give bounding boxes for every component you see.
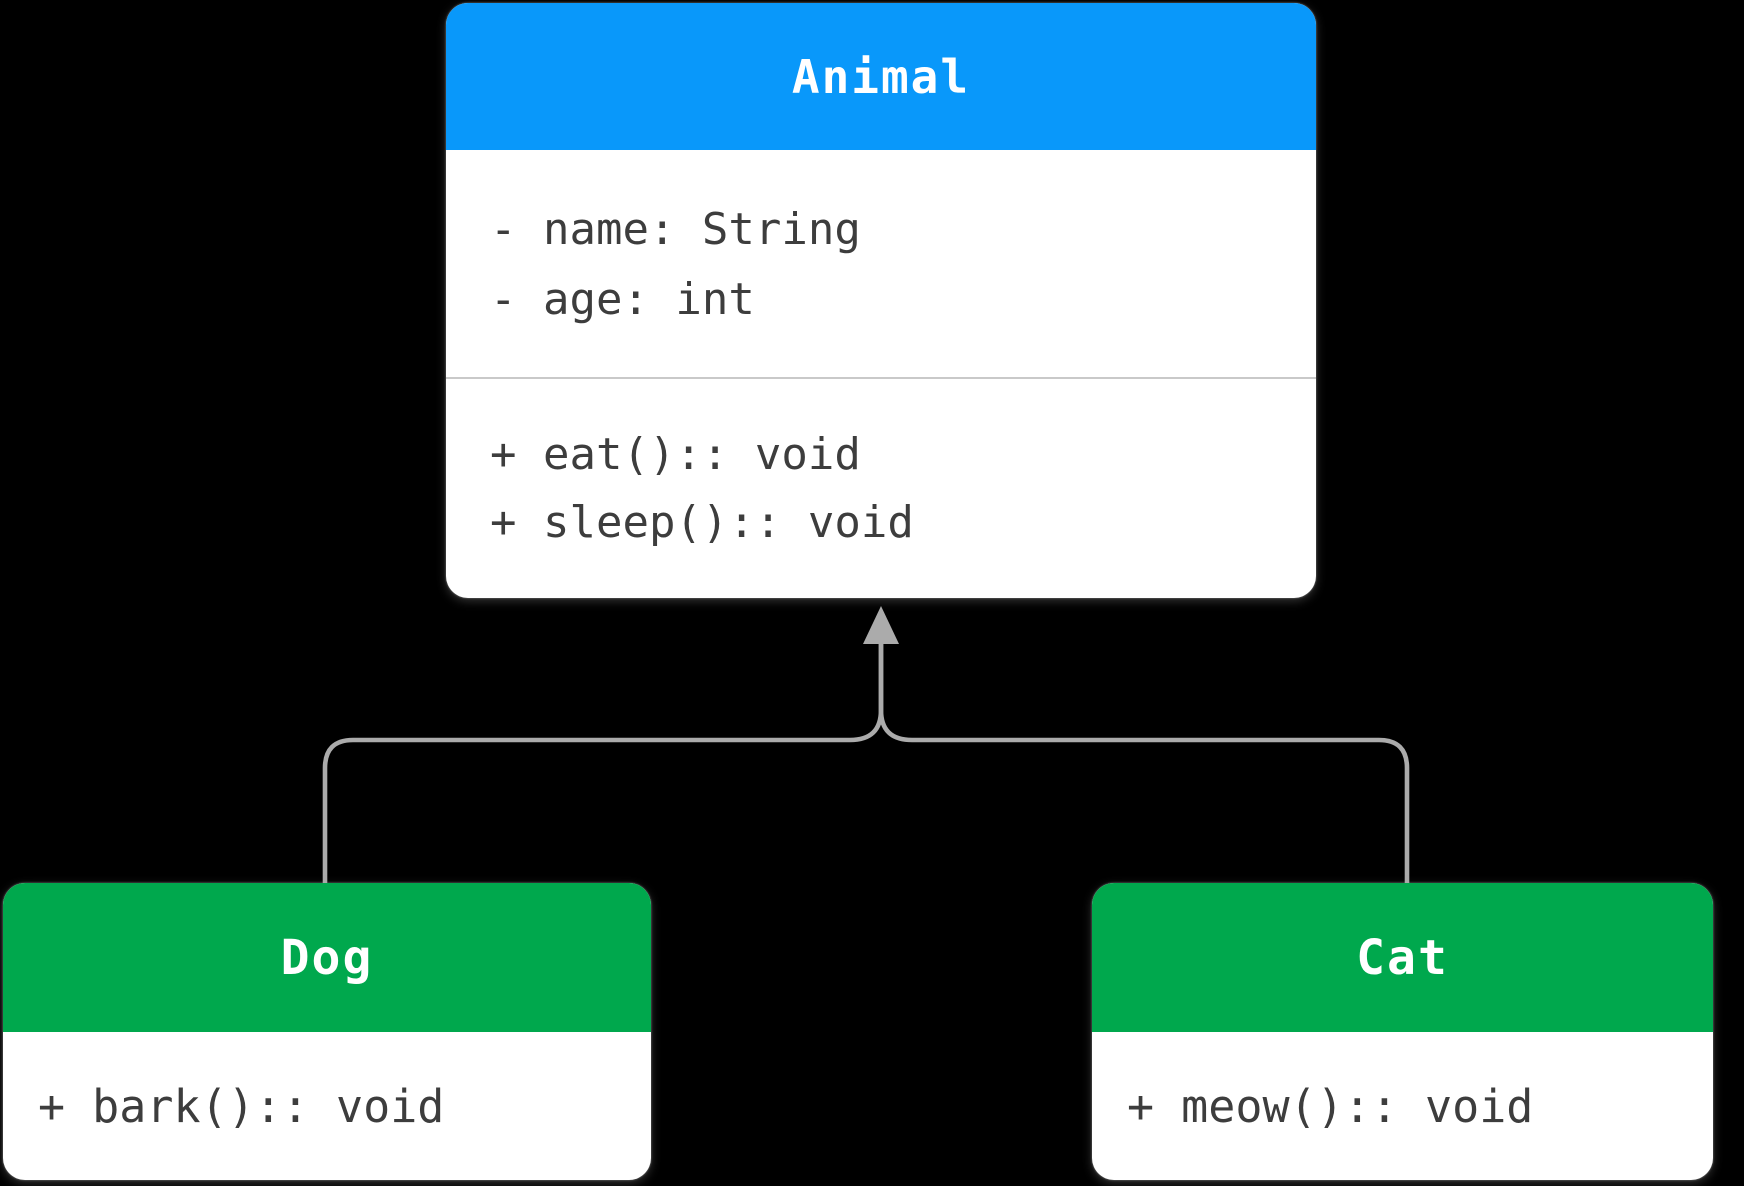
class-attributes-animal: - name: String - age: int	[446, 150, 1316, 377]
member-row: - age: int	[490, 274, 755, 325]
class-box-animal: Animal - name: String - age: int + eat():…	[446, 3, 1316, 598]
class-title-animal: Animal	[791, 49, 971, 104]
member-row: + eat():: void	[490, 429, 861, 480]
class-box-cat: Cat + meow():: void	[1092, 883, 1713, 1180]
class-methods-animal: + eat():: void+ sleep():: void	[446, 377, 1316, 598]
inheritance-edge-dog	[322, 640, 884, 884]
class-header-dog: Dog	[3, 883, 651, 1032]
member-row: - name: String	[490, 204, 861, 255]
class-header-animal: Animal	[446, 3, 1316, 150]
class-header-cat: Cat	[1092, 883, 1713, 1032]
member-row: + sleep():: void	[490, 497, 914, 548]
inheritance-arrowhead-icon	[863, 606, 899, 644]
class-box-dog: Dog + bark():: void	[3, 883, 651, 1180]
inheritance-edge-cat	[878, 640, 1410, 884]
member-row: + meow():: void	[1127, 1079, 1534, 1133]
class-title-cat: Cat	[1356, 929, 1449, 986]
class-methods-cat: + meow():: void	[1092, 1032, 1713, 1180]
member-row: + bark():: void	[38, 1079, 445, 1133]
class-title-dog: Dog	[280, 929, 374, 986]
class-methods-dog: + bark():: void	[3, 1032, 651, 1180]
